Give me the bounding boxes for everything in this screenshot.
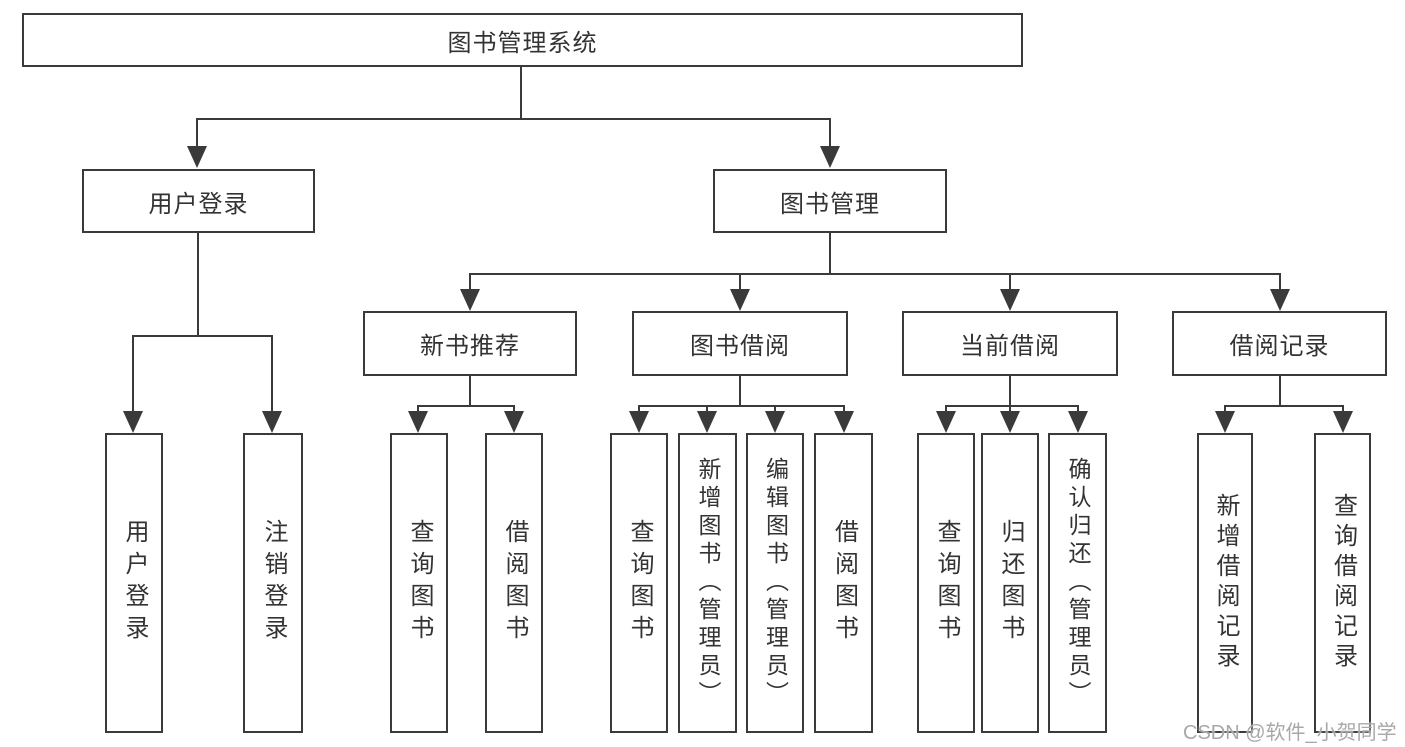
node-label: 图书借阅 (690, 333, 790, 360)
connector-user-login-stem (197, 233, 199, 337)
arrow-down-icon (1068, 411, 1088, 433)
arrow-down-icon (820, 146, 840, 168)
arrow-down-icon (730, 289, 750, 311)
connector-drop (774, 405, 776, 413)
connector-drop-borrow-records (1279, 273, 1281, 291)
arrow-down-icon (187, 146, 207, 168)
node-current-borrow: 当前借阅 (902, 311, 1118, 376)
arrow-down-icon (1000, 289, 1020, 311)
connector-book-management-hline (470, 273, 1280, 275)
node-label: 图书管理 (780, 190, 880, 218)
arrow-down-icon (504, 411, 524, 433)
node-borrow-books-recommend: 借阅图书 (485, 433, 543, 733)
node-query-books-recommend: 查询图书 (390, 433, 448, 733)
arrow-down-icon (1270, 289, 1290, 311)
node-query-books-borrow: 查询图书 (610, 433, 668, 733)
connector-borrow-records-stem (1279, 376, 1281, 407)
node-label: 新增图书（管理员） (695, 457, 721, 709)
arrow-down-icon (765, 411, 785, 433)
connector-user-login-hline (133, 335, 273, 337)
connector-borrow-records-hline (1225, 405, 1343, 407)
connector-drop (1009, 405, 1011, 413)
node-user-login: 用户登录 (82, 169, 315, 233)
connector-root-stem (520, 66, 522, 120)
node-return-book: 归还图书 (981, 433, 1039, 733)
connector-drop (1342, 405, 1344, 413)
node-library-system: 图书管理系统 (22, 13, 1023, 67)
arrow-down-icon (262, 411, 282, 433)
node-confirm-return-admin: 确认归还（管理员） (1048, 433, 1107, 733)
connector-drop (417, 405, 419, 413)
node-label: 借阅图书 (830, 519, 858, 647)
connector-book-borrow-hline (639, 405, 844, 407)
node-logout: 注销登录 (243, 433, 303, 733)
node-user-login-leaf: 用户登录 (105, 433, 163, 733)
arrow-down-icon (629, 411, 649, 433)
arrow-down-icon (123, 411, 143, 433)
arrow-down-icon (697, 411, 717, 433)
connector-drop-login-leaf (132, 335, 134, 411)
connector-drop (706, 405, 708, 413)
connector-book-management-stem (829, 233, 831, 275)
node-label: 查询图书 (406, 519, 433, 647)
node-label: 图书管理系统 (447, 29, 598, 57)
connector-drop-book-borrow (739, 273, 741, 291)
connector-new-book-stem (469, 376, 471, 407)
connector-drop-new-book (469, 273, 471, 291)
connector-drop-book-management (829, 118, 831, 148)
node-new-book-recommend: 新书推荐 (363, 311, 577, 376)
node-borrow-books-leaf: 借阅图书 (814, 433, 873, 733)
arrow-down-icon (1215, 411, 1235, 433)
arrow-down-icon (834, 411, 854, 433)
node-book-borrow: 图书借阅 (632, 311, 848, 376)
connector-drop (1224, 405, 1226, 413)
node-add-book-admin: 新增图书（管理员） (678, 433, 737, 733)
node-label: 新增借阅记录 (1212, 493, 1239, 673)
arrow-down-icon (1000, 411, 1020, 433)
connector-book-borrow-stem (739, 376, 741, 407)
node-query-books-current: 查询图书 (917, 433, 975, 733)
node-label: 新书推荐 (420, 333, 520, 360)
arrow-down-icon (408, 411, 428, 433)
arrow-down-icon (1333, 411, 1353, 433)
node-label: 归还图书 (997, 519, 1024, 647)
connector-drop (945, 405, 947, 413)
node-label: 用户登录 (148, 190, 249, 218)
node-label: 用户登录 (121, 519, 148, 647)
arrow-down-icon (460, 289, 480, 311)
connector-drop-user-login (196, 118, 198, 148)
node-query-borrow-record: 查询借阅记录 (1314, 433, 1371, 733)
node-add-borrow-record: 新增借阅记录 (1197, 433, 1253, 733)
node-edit-book-admin: 编辑图书（管理员） (746, 433, 804, 733)
node-label: 注销登录 (260, 519, 287, 647)
node-label: 查询图书 (933, 519, 960, 647)
connector-root-hline (197, 118, 831, 120)
watermark-text: CSDN @软件_小贺同学 (1183, 722, 1397, 744)
node-book-management: 图书管理 (713, 169, 947, 233)
connector-drop (638, 405, 640, 413)
connector-drop (843, 405, 845, 413)
node-label: 借阅记录 (1229, 333, 1330, 360)
node-borrow-records: 借阅记录 (1172, 311, 1387, 376)
connector-drop-current-borrow (1009, 273, 1011, 291)
node-label: 确认归还（管理员） (1065, 457, 1091, 709)
node-label: 查询图书 (626, 519, 653, 647)
connector-drop-logout-leaf (271, 335, 273, 411)
node-label: 编辑图书（管理员） (762, 457, 789, 709)
connector-drop (513, 405, 515, 413)
connector-new-book-hline (418, 405, 514, 407)
connector-current-borrow-stem (1009, 376, 1011, 407)
node-label: 查询借阅记录 (1329, 493, 1357, 673)
node-label: 借阅图书 (501, 519, 528, 647)
arrow-down-icon (936, 411, 956, 433)
connector-current-borrow-hline (946, 405, 1078, 407)
node-label: 当前借阅 (960, 333, 1060, 360)
connector-drop (1077, 405, 1079, 413)
